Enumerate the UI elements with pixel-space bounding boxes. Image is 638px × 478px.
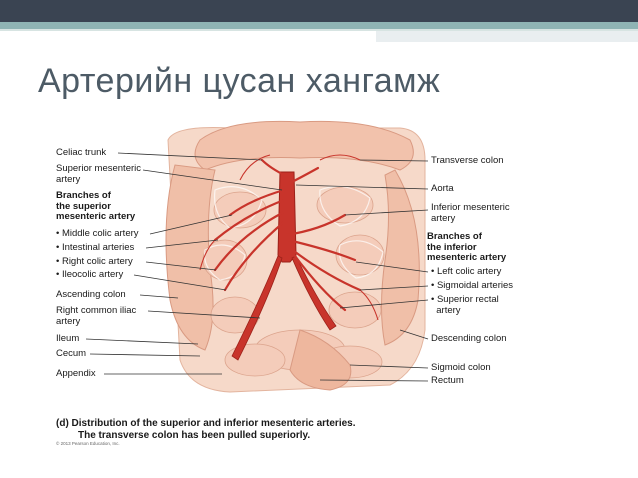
label-text: • Middle colic artery [56,228,139,239]
label-text: • Ileocolic artery [56,269,124,280]
label-text: Aorta [431,183,454,194]
caption-line-2: The transverse colon has been pulled sup… [78,430,311,441]
label-superior-rectal-artery: • Superior rectal artery [431,294,499,316]
label-inferior-mesenteric-artery: Inferior mesenteric artery [431,202,510,224]
slide-top-stripe [0,22,638,29]
slide-title: Артерийн цусан хангамж [38,62,441,100]
label-middle-colic-artery: • Middle colic artery [56,228,139,240]
label-text: artery [431,212,456,224]
slide-top-stripe-light [0,29,638,31]
label-text: the superior [56,200,111,212]
label-text: Celiac trunk [56,147,107,158]
label-text: Right common iliac [56,305,137,316]
caption-line-1: (d) Distribution of the superior and inf… [56,418,356,429]
label-text: Inferior mesenteric [431,202,510,213]
label-text: • Sigmoidal arteries [431,280,513,291]
label-right-colic-artery: • Right colic artery [56,256,133,268]
label-text: mesenteric artery [427,252,507,263]
label-descending-colon: Descending colon [431,333,507,345]
label-text: mesenteric artery [56,211,136,222]
label-text: Transverse colon [431,155,504,166]
label-left-colic-artery: • Left colic artery [431,266,502,278]
label-text: • Left colic artery [431,266,502,277]
label-text: Sigmoid colon [431,362,491,373]
label-text: Rectum [431,375,464,386]
label-text: Branches of [427,231,482,242]
label-text: • Superior rectal [431,294,499,305]
label-sma-branches-heading: Branches of the superior mesenteric arte… [56,190,136,223]
label-rectum: Rectum [431,375,464,387]
label-superior-mesenteric-artery: Superior mesenteric artery [56,163,142,185]
label-text: • Intestinal arteries [56,242,135,253]
label-text: Branches of [56,190,111,201]
label-sigmoid-colon: Sigmoid colon [431,362,491,374]
slide-top-bar [0,0,638,22]
label-transverse-colon: Transverse colon [431,155,504,167]
label-text: artery [56,173,81,185]
figure-caption: (d) Distribution of the superior and inf… [56,418,356,442]
label-text: Ascending colon [56,289,126,300]
label-appendix: Appendix [56,368,96,380]
label-right-common-iliac-artery: Right common iliac artery [56,305,137,327]
label-text: Appendix [56,368,96,379]
label-ileum: Ileum [56,333,80,345]
label-text: the inferior [427,241,477,253]
label-text: • Right colic artery [56,256,133,267]
label-text: artery [56,315,81,327]
copyright-notice: © 2013 Pearson Education, Inc. [56,441,120,446]
label-sigmoidal-arteries: • Sigmoidal arteries [431,280,513,292]
label-ascending-colon: Ascending colon [56,289,126,301]
label-text: artery [431,304,461,316]
label-aorta: Aorta [431,183,454,195]
label-celiac-trunk: Celiac trunk [56,147,107,159]
label-text: Superior mesenteric [56,163,142,174]
label-text: Cecum [56,348,87,359]
label-intestinal-arteries: • Intestinal arteries [56,242,135,254]
slide-top-accent [376,31,638,42]
label-cecum: Cecum [56,348,87,360]
label-ileocolic-artery: • Ileocolic artery [56,269,124,281]
label-text: Descending colon [431,333,507,344]
label-ima-branches-heading: Branches of the inferior mesenteric arte… [427,231,507,264]
label-text: Ileum [56,333,80,344]
